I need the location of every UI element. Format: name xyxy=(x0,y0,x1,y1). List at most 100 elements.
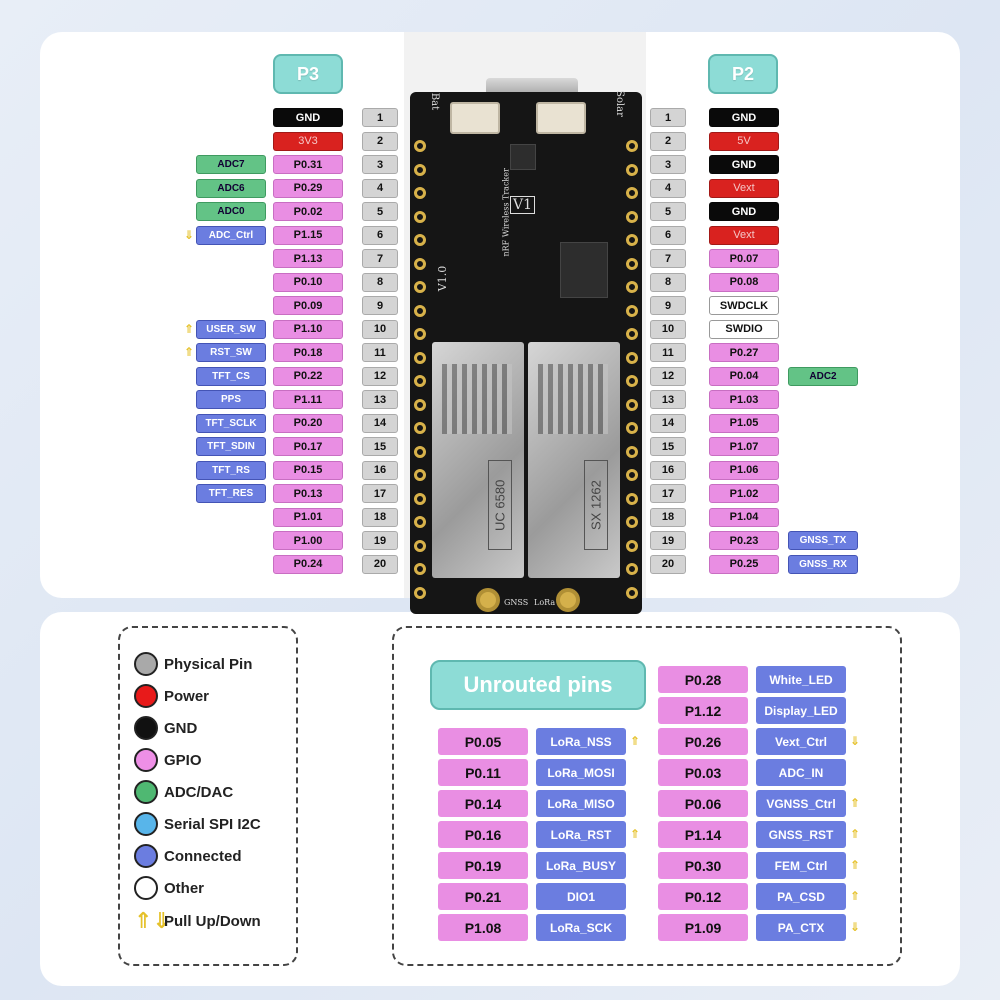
p2-pin-signal: GND xyxy=(709,108,779,127)
header-hole xyxy=(626,163,638,176)
solar-connector xyxy=(536,102,586,134)
header-hole xyxy=(626,469,638,481)
header-hole xyxy=(626,563,638,575)
p2-pin-signal: Vext xyxy=(709,178,779,198)
p3-pin-number: 17 xyxy=(362,484,398,503)
legend-label: GPIO xyxy=(164,751,202,769)
unrouted-pin-function: FEM_Ctrl xyxy=(756,852,846,879)
p2-pin-number: 19 xyxy=(650,531,686,550)
solar-silk: Solar xyxy=(613,90,625,117)
header-hole xyxy=(414,398,426,411)
pull-up-icon: ⇑ xyxy=(850,827,861,841)
unrouted-pin-function: Vext_Ctrl xyxy=(756,728,846,755)
legend-label: ADC/DAC xyxy=(164,783,234,801)
header-hole xyxy=(626,492,638,505)
header-hole xyxy=(414,563,426,575)
board-image: Bat Solar V1 V1.0 nRF Wireless Tracker U… xyxy=(404,32,646,614)
legend-swatch xyxy=(134,684,158,708)
lora-chip-label: SX 1262 xyxy=(584,460,608,550)
p3-pin-signal: P1.15 xyxy=(273,225,343,245)
header-hole xyxy=(626,351,638,364)
p2-pin-number: 7 xyxy=(650,249,686,268)
p2-pin-signal: P0.23 xyxy=(709,531,779,550)
p3-pin-number: 1 xyxy=(362,108,398,127)
unrouted-pin-function: LoRa_NSS xyxy=(536,728,626,755)
legend-item: ⇑⇓Pull Up/Down xyxy=(134,908,261,934)
legend-swatch xyxy=(134,748,158,772)
p2-pin-number: 8 xyxy=(650,272,686,292)
legend-item: Power xyxy=(134,684,209,708)
unrouted-pin-signal: P0.28 xyxy=(658,666,748,693)
legend-label: GND xyxy=(164,719,198,737)
unrouted-pin-function: Display_LED xyxy=(756,697,846,724)
p3-pin-signal: P1.13 xyxy=(273,249,343,268)
header-hole xyxy=(626,422,638,434)
legend-item: Other xyxy=(134,876,204,900)
p3-pin-function: TFT_RS xyxy=(196,460,266,480)
header-hole xyxy=(626,328,638,340)
p3-pin-number: 11 xyxy=(362,343,398,362)
header-hole xyxy=(414,586,426,599)
legend-label: Serial SPI I2C xyxy=(164,815,261,833)
header-hole xyxy=(414,469,426,481)
header-hole xyxy=(414,445,426,458)
p3-pin-number: 6 xyxy=(362,225,398,245)
p2-pin-signal: P1.06 xyxy=(709,460,779,480)
p3-pin-signal: 3V3 xyxy=(273,131,343,151)
p2-pin-signal: P1.02 xyxy=(709,484,779,503)
legend-item: GND xyxy=(134,716,197,740)
unrouted-pin-signal: P0.16 xyxy=(438,821,528,848)
p3-header: P3 xyxy=(273,54,343,94)
unrouted-pin-signal: P1.12 xyxy=(658,697,748,724)
header-hole xyxy=(626,210,638,223)
legend-item: Physical Pin xyxy=(134,652,252,676)
gnss-antenna-connector xyxy=(476,588,500,612)
legend-swatch xyxy=(134,844,158,868)
unrouted-title: Unrouted pins xyxy=(430,660,646,710)
p3-pin-signal: P0.02 xyxy=(273,202,343,221)
p2-pin-signal: 5V xyxy=(709,131,779,151)
unrouted-pin-signal: P1.09 xyxy=(658,914,748,941)
p2-pin-number: 15 xyxy=(650,437,686,456)
header-hole xyxy=(414,516,426,528)
product-silk: nRF Wireless Tracker xyxy=(501,168,511,257)
p2-pin-function: GNSS_RX xyxy=(788,554,858,574)
p3-pin-number: 9 xyxy=(362,296,398,315)
header-hole xyxy=(414,304,426,317)
header-hole xyxy=(626,375,638,387)
legend-label: Power xyxy=(164,687,210,705)
header-hole xyxy=(414,539,426,552)
p3-pin-signal: GND xyxy=(273,108,343,127)
unrouted-pin-function: DIO1 xyxy=(536,883,626,910)
pull-up-icon: ⇑ xyxy=(850,858,861,872)
header-hole xyxy=(626,304,638,317)
legend-item: Serial SPI I2C xyxy=(134,812,261,836)
legend-swatch xyxy=(134,716,158,740)
p3-pin-number: 18 xyxy=(362,507,398,527)
gnss-shield: UC 6580 xyxy=(432,342,524,578)
p3-pin-signal: P0.10 xyxy=(273,272,343,292)
p2-header: P2 xyxy=(708,54,778,94)
p2-pin-signal: SWDIO xyxy=(709,319,779,339)
unrouted-pin-signal: P0.30 xyxy=(658,852,748,879)
p2-pin-signal: P1.03 xyxy=(709,390,779,409)
gnss-silk: GNSS xyxy=(504,598,529,607)
p3-pin-function: RST_SW xyxy=(196,343,266,362)
unrouted-pin-signal: P0.11 xyxy=(438,759,528,786)
header-hole xyxy=(414,351,426,364)
p3-pin-function: ADC0 xyxy=(196,202,266,221)
p2-pin-number: 12 xyxy=(650,366,686,386)
p2-pin-signal: P0.04 xyxy=(709,366,779,386)
header-hole xyxy=(626,445,638,458)
unrouted-pin-function: PA_CTX xyxy=(756,914,846,941)
pull-up-icon: ⇑ xyxy=(184,321,195,336)
unrouted-pin-signal: P0.14 xyxy=(438,790,528,817)
unrouted-pin-function: LoRa_RST xyxy=(536,821,626,848)
p2-pin-number: 6 xyxy=(650,225,686,245)
p2-pin-signal: SWDCLK xyxy=(709,296,779,315)
header-hole xyxy=(414,234,426,246)
p3-pin-number: 12 xyxy=(362,366,398,386)
p2-pin-number: 17 xyxy=(650,484,686,503)
